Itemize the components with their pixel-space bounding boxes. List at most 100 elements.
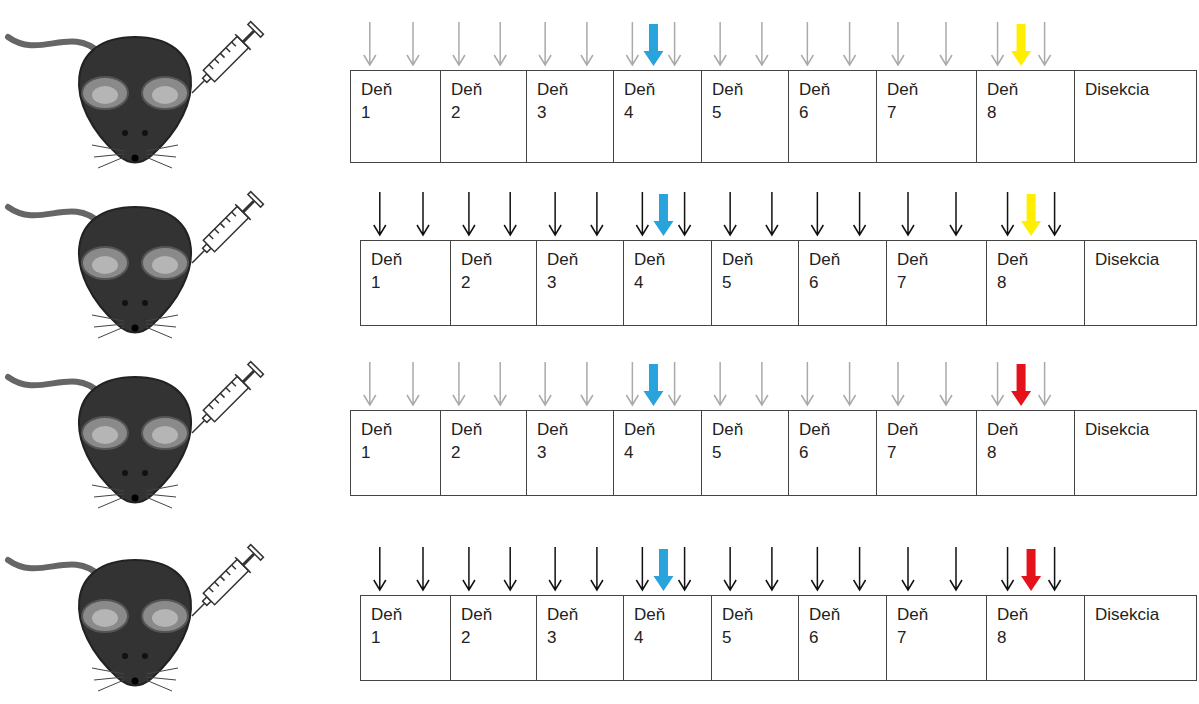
day-box: Deň 1 xyxy=(350,70,440,163)
day-box: Deň 8 xyxy=(986,240,1084,326)
day-box: Deň 4 xyxy=(623,240,711,326)
dose-arrows xyxy=(364,22,1061,591)
injection-arrow xyxy=(636,192,648,235)
box-label: Deň 4 xyxy=(614,411,661,465)
mouse-icon xyxy=(8,190,265,338)
injection-arrow xyxy=(950,192,962,235)
injection-arrow xyxy=(463,547,475,590)
box-label: Deň 3 xyxy=(527,411,574,465)
injection-arrow xyxy=(453,362,465,405)
mouse-icon xyxy=(8,20,265,168)
injection-arrow xyxy=(549,547,561,590)
box-label: Disekcia xyxy=(1075,71,1155,102)
injection-arrow xyxy=(756,362,768,405)
injection-arrow xyxy=(581,362,593,405)
box-label: Deň 5 xyxy=(712,596,759,650)
injection-arrow xyxy=(591,192,603,235)
mouse-icon xyxy=(8,543,265,691)
injection-arrow xyxy=(902,547,914,590)
box-label: Deň 3 xyxy=(537,241,584,295)
box-label: Deň 8 xyxy=(987,596,1034,650)
day-box: Deň 7 xyxy=(886,595,986,681)
injection-arrow xyxy=(1002,547,1014,590)
day-box: Deň 5 xyxy=(711,240,798,326)
injection-arrow xyxy=(892,22,904,65)
injection-arrow xyxy=(992,22,1004,65)
box-label: Deň 6 xyxy=(799,596,846,650)
day-box: Deň 1 xyxy=(360,240,450,326)
injection-arrow xyxy=(766,192,778,235)
injection-arrow xyxy=(453,22,465,65)
box-label: Deň 3 xyxy=(537,596,584,650)
day-box: Deň 6 xyxy=(798,240,886,326)
box-label: Deň 4 xyxy=(614,71,661,125)
day-box: Deň 1 xyxy=(360,595,450,681)
day-box: Deň 2 xyxy=(450,240,536,326)
day-box: Deň 4 xyxy=(613,70,701,163)
injection-arrow xyxy=(591,547,603,590)
box-label: Disekcia xyxy=(1085,241,1165,272)
dose-arrow xyxy=(643,24,663,66)
day-box: Deň 6 xyxy=(798,595,886,681)
injection-arrow xyxy=(801,22,813,65)
injection-arrow xyxy=(636,547,648,590)
box-label: Deň 2 xyxy=(441,411,488,465)
injection-arrow xyxy=(679,547,691,590)
injection-arrow xyxy=(950,547,962,590)
box-label: Deň 1 xyxy=(361,241,408,295)
injection-arrow xyxy=(766,547,778,590)
injection-arrow xyxy=(1039,362,1051,405)
dose-arrow xyxy=(1021,194,1041,236)
day-box: Deň 5 xyxy=(701,70,788,163)
injection-arrow xyxy=(626,22,638,65)
injection-arrow xyxy=(1049,192,1061,235)
injection-arrow xyxy=(756,22,768,65)
injection-arrow xyxy=(374,192,386,235)
box-label: Deň 8 xyxy=(977,71,1024,125)
day-box: Deň 3 xyxy=(536,595,623,681)
dose-arrow xyxy=(1011,24,1031,66)
day-box: Deň 2 xyxy=(450,595,536,681)
dose-arrow xyxy=(653,549,673,591)
injection-arrow xyxy=(504,547,516,590)
injection-arrow xyxy=(504,192,516,235)
day-box: Deň 4 xyxy=(623,595,711,681)
box-label: Deň 2 xyxy=(451,596,498,650)
injection-arrow xyxy=(549,192,561,235)
box-label: Deň 6 xyxy=(789,71,836,125)
injection-arrow xyxy=(494,362,506,405)
injection-arrow xyxy=(407,362,419,405)
injection-arrow xyxy=(854,192,866,235)
day-box: Deň 6 xyxy=(788,410,876,496)
day-box: Deň 3 xyxy=(526,410,613,496)
injection-arrow xyxy=(854,547,866,590)
box-label: Deň 7 xyxy=(877,411,924,465)
dose-arrow xyxy=(1011,364,1031,406)
dose-arrow xyxy=(643,364,663,406)
injection-arrow xyxy=(539,362,551,405)
injection-arrow xyxy=(844,362,856,405)
box-label: Deň 4 xyxy=(624,596,671,650)
injection-arrow xyxy=(364,22,376,65)
day-box: Deň 7 xyxy=(876,410,976,496)
injection-arrow xyxy=(581,22,593,65)
dissection-box: Disekcia xyxy=(1074,410,1197,496)
box-label: Disekcia xyxy=(1075,411,1155,442)
box-label: Deň 7 xyxy=(887,596,934,650)
injection-arrow xyxy=(714,362,726,405)
box-label: Deň 5 xyxy=(712,241,759,295)
injection-arrow xyxy=(1039,22,1051,65)
injection-arrow xyxy=(724,192,736,235)
injection-arrow xyxy=(892,362,904,405)
box-label: Deň 7 xyxy=(877,71,924,125)
injection-arrow xyxy=(494,22,506,65)
day-box: Deň 8 xyxy=(986,595,1084,681)
box-label: Deň 4 xyxy=(624,241,671,295)
dissection-box: Disekcia xyxy=(1084,240,1197,326)
box-label: Deň 2 xyxy=(441,71,488,125)
day-box: Deň 7 xyxy=(876,70,976,163)
day-box: Deň 2 xyxy=(440,70,526,163)
box-label: Deň 7 xyxy=(887,241,934,295)
